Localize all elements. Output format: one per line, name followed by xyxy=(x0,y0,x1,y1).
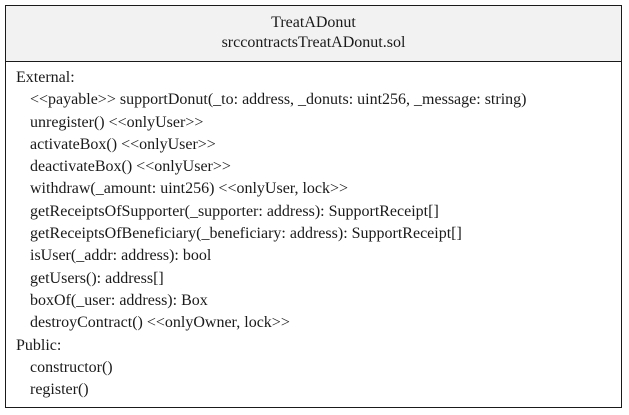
method-unregister: unregister() <<onlyUser>> xyxy=(30,113,204,131)
method-get-users: getUsers(): address[] xyxy=(30,269,164,287)
class-members: External: <<payable>> supportDonut(_to: … xyxy=(6,62,621,401)
method-deactivate-box: deactivateBox() <<onlyUser>> xyxy=(30,158,231,176)
uml-class-box: TreatADonut srccontractsTreatADonut.sol … xyxy=(5,5,622,408)
method-destroy-contract: destroyContract() <<onlyOwner, lock>> xyxy=(30,314,290,332)
method-get-receipts-of-supporter: getReceiptsOfSupporter(_supporter: addre… xyxy=(30,202,439,220)
method-is-user: isUser(_addr: address): bool xyxy=(30,247,212,265)
method-withdraw: withdraw(_amount: uint256) <<onlyUser, l… xyxy=(30,180,349,198)
method-support-donut: <<payable>> supportDonut(_to: address, _… xyxy=(30,91,527,109)
section-label-public: Public: xyxy=(16,336,62,354)
method-register: register() xyxy=(30,381,89,399)
section-label-external: External: xyxy=(16,69,75,86)
class-source-path: srccontractsTreatADonut.sol xyxy=(221,34,406,51)
class-header: TreatADonut srccontractsTreatADonut.sol xyxy=(6,6,621,62)
method-constructor: constructor() xyxy=(30,358,113,376)
method-activate-box: activateBox() <<onlyUser>> xyxy=(30,135,216,153)
method-get-receipts-of-beneficiary: getReceiptsOfBeneficiary(_beneficiary: a… xyxy=(30,225,462,243)
class-name: TreatADonut xyxy=(271,14,356,31)
method-box-of: boxOf(_user: address): Box xyxy=(30,291,208,309)
